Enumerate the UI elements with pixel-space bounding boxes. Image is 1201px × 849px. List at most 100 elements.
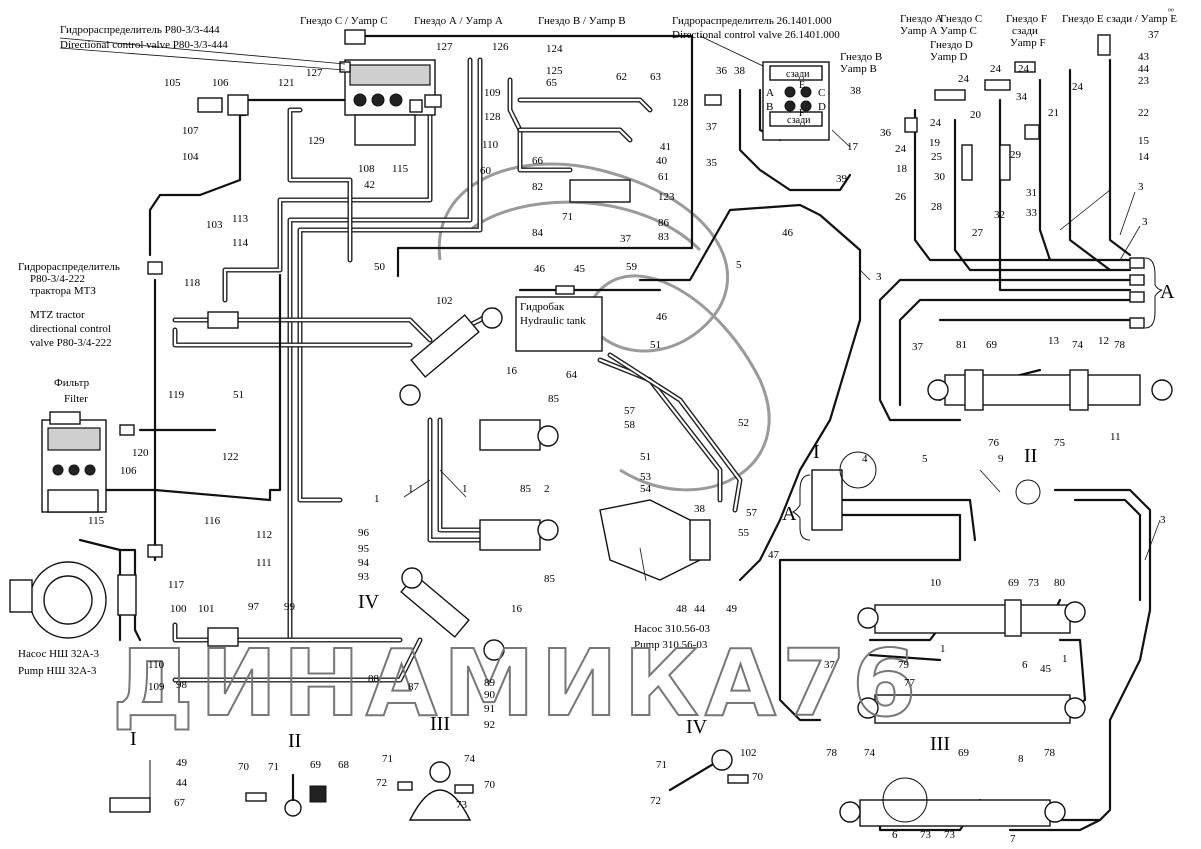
callout-10: 10: [930, 577, 942, 589]
brace-a-top: [1144, 257, 1163, 329]
callout-115: 115: [392, 163, 409, 175]
callout-63: 63: [650, 71, 662, 83]
filter-housing: [49, 411, 81, 425]
callout-112: 112: [256, 529, 272, 541]
socket-a2-en: Уamp А: [900, 25, 937, 37]
callout-71: 71: [656, 759, 667, 771]
callout-110: 110: [482, 139, 499, 151]
cylinder-10: [874, 604, 1071, 634]
detail-ii-ring: [284, 799, 302, 817]
callout-9: 9: [998, 453, 1004, 465]
callout-113: 113: [232, 213, 249, 225]
clamp-75: [1069, 369, 1089, 411]
detail-i-mark: I: [813, 441, 820, 463]
tank-en: Hydraulic tank: [520, 315, 586, 327]
callout-12: 12: [1098, 335, 1109, 347]
callout-102: 102: [436, 295, 453, 307]
leader-lines: [59, 35, 1161, 582]
detail-i-circle: [839, 451, 877, 489]
callout-27: 27: [972, 227, 984, 239]
callout-73: 73: [1028, 577, 1040, 589]
callout-57: 57: [746, 507, 758, 519]
callout-44: 44: [694, 603, 706, 615]
cylinder-6: [874, 694, 1071, 724]
callout-115: 115: [88, 515, 105, 527]
callout-70: 70: [238, 761, 250, 773]
callout-118: 118: [184, 277, 201, 289]
callout-46: 46: [656, 311, 668, 323]
callout-91: 91: [484, 703, 495, 715]
fitting-110: [424, 94, 442, 108]
port-e-circle: [800, 86, 812, 98]
callout-81: 81: [956, 339, 967, 351]
socket-c-label: Гнездо С / Уamp С: [300, 15, 388, 27]
valve-right-en: Directional control valve 26.1401.000: [672, 29, 840, 41]
callout-93: 93: [358, 571, 370, 583]
callout-129: 129: [308, 135, 325, 147]
callout-72: 72: [650, 795, 661, 807]
valve-base: [354, 114, 416, 146]
cylinder-8: [859, 799, 1051, 827]
corner-mark: ᵒᵒ: [1168, 6, 1174, 17]
cylinder-85-bottom-eye: [537, 519, 559, 541]
callout-85: 85: [520, 483, 532, 495]
valve-top-fitting: [344, 29, 366, 45]
valve-right-ru: Гидрораспределитель 26.1401.000: [672, 15, 832, 27]
cylinder-10-eye-left: [857, 607, 879, 629]
socket-f-en: Уamp F: [1010, 37, 1046, 49]
callout-37: 37: [912, 341, 924, 353]
callout-5: 5: [736, 259, 742, 271]
callout-124: 124: [546, 43, 563, 55]
callout-46: 46: [782, 227, 794, 239]
detail-drawings: [109, 749, 749, 821]
block-21: [1024, 124, 1040, 140]
callout-30: 30: [934, 171, 946, 183]
valve-port-1: [353, 93, 367, 107]
callout-38: 38: [850, 85, 862, 97]
callout-76: 76: [988, 437, 1000, 449]
filter-30: [961, 144, 973, 181]
callout-68: 68: [338, 759, 350, 771]
callout-1: 1: [408, 483, 414, 495]
callout-22: 22: [1138, 107, 1149, 119]
callout-53: 53: [640, 471, 652, 483]
callout-49: 49: [726, 603, 738, 615]
callout-37: 37: [706, 121, 718, 133]
socket-b2-ru: Гнездо В: [840, 51, 882, 63]
group-a-top: A: [1160, 281, 1175, 303]
socket-e: [1097, 34, 1111, 56]
callout-70: 70: [752, 771, 764, 783]
detail-iii-circle: [882, 777, 928, 823]
detail-i-clamp: [109, 797, 151, 813]
callout-1: 1: [940, 643, 946, 655]
detail-ii-mark: II: [1024, 445, 1037, 467]
callout-47: 47: [768, 549, 780, 561]
block-c-label: C: [818, 87, 825, 99]
callout-3: 3: [1138, 181, 1144, 193]
callout-33: 33: [1026, 207, 1038, 219]
callout-85: 85: [544, 573, 556, 585]
callout-1: 1: [1062, 653, 1068, 665]
valve-port-3: [389, 93, 403, 107]
callout-42: 42: [364, 179, 375, 191]
callout-28: 28: [931, 201, 943, 213]
callout-97: 97: [248, 601, 260, 613]
callout-119: 119: [168, 389, 185, 401]
callout-106: 106: [212, 77, 229, 89]
cylinder-16-bottom-eye2: [483, 639, 505, 661]
callout-85: 85: [548, 393, 560, 405]
group-a-mid: A: [782, 503, 797, 525]
callout-3: 3: [1160, 514, 1166, 526]
callout-82: 82: [532, 181, 543, 193]
callout-24: 24: [1018, 63, 1030, 75]
detail-iii-ring: [429, 761, 451, 783]
components: [9, 29, 1173, 827]
pump2-en: Pump 310.56-03: [634, 639, 708, 651]
detail-titles: I II III IV I II III IV: [130, 441, 1037, 755]
port-d-circle: [800, 100, 812, 112]
callout-24: 24: [958, 73, 970, 85]
callout-31: 31: [1026, 187, 1037, 199]
block-82: [569, 179, 631, 203]
callout-34: 34: [1016, 91, 1028, 103]
fitting-120: [119, 424, 135, 436]
